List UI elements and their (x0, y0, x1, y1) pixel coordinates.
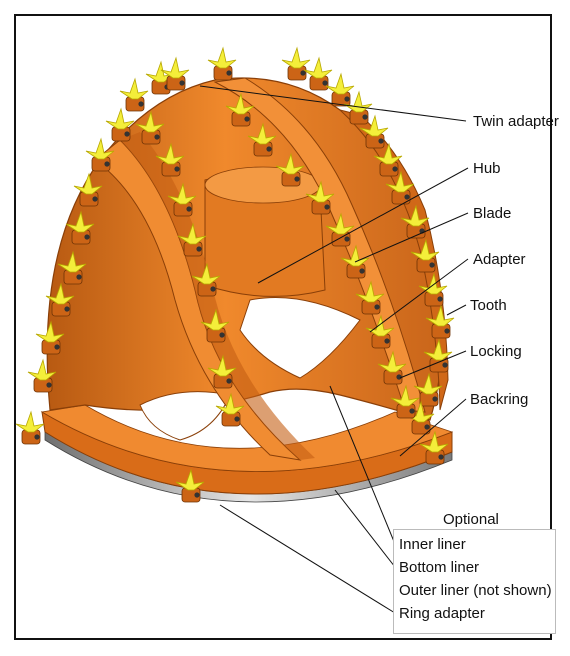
opening-shape (140, 392, 230, 440)
locking-pin (429, 262, 434, 267)
locking-pin (266, 146, 271, 151)
locking-pin (374, 304, 379, 309)
locking-pin (64, 306, 69, 311)
label-backring: Backring (470, 391, 528, 408)
locking-pin (76, 274, 81, 279)
locking-pin (92, 196, 97, 201)
locking-pin (424, 424, 429, 429)
leader-line (447, 305, 466, 315)
label-blade: Blade (473, 205, 511, 222)
label-tooth: Tooth (470, 297, 507, 314)
label-adapter: Adapter (473, 251, 526, 268)
tooth-shape (106, 109, 134, 129)
tooth-with-adapter (120, 79, 148, 111)
locking-pin (226, 378, 231, 383)
locking-pin (438, 454, 443, 459)
optional-item-inner-liner: Inner liner (399, 536, 466, 553)
tooth-with-adapter (208, 48, 236, 80)
locking-pin (344, 236, 349, 241)
locking-pin (54, 344, 59, 349)
locking-pin (84, 234, 89, 239)
locking-pin (138, 101, 143, 106)
optional-item-ring-adapter: Ring adapter (399, 605, 485, 622)
locking-pin (196, 246, 201, 251)
locking-pin (409, 408, 414, 413)
locking-pin (174, 166, 179, 171)
leader-line (220, 505, 395, 613)
locking-pin (432, 396, 437, 401)
tooth-with-adapter (106, 109, 134, 141)
locking-pin (234, 416, 239, 421)
label-twin-adapter: Twin adapter (473, 113, 559, 130)
locking-pin (324, 204, 329, 209)
locking-pin (404, 194, 409, 199)
label-hub: Hub (473, 160, 501, 177)
tooth-with-adapter (304, 58, 332, 90)
tooth-shape (16, 412, 44, 432)
locking-pin (34, 434, 39, 439)
locking-pin (104, 161, 109, 166)
tooth-with-adapter (326, 74, 354, 106)
locking-pin (300, 70, 305, 75)
locking-pin (359, 268, 364, 273)
locking-pin (46, 382, 51, 387)
locking-pin (186, 206, 191, 211)
tooth-shape (161, 58, 189, 78)
locking-pin (154, 134, 159, 139)
locking-pin (179, 80, 184, 85)
tooth-shape (208, 48, 236, 68)
locking-pin (392, 166, 397, 171)
hub-top-shape (205, 167, 321, 203)
locking-pin (294, 176, 299, 181)
leader-line (335, 490, 395, 567)
tooth-shape (326, 74, 354, 94)
tooth-with-adapter (16, 412, 44, 444)
locking-pin (362, 114, 367, 119)
locking-pin (124, 131, 129, 136)
locking-pin (442, 362, 447, 367)
locking-pin (244, 116, 249, 121)
locking-pin (322, 80, 327, 85)
locking-pin (437, 296, 442, 301)
tooth-shape (282, 48, 310, 68)
locking-pin (384, 338, 389, 343)
optional-title: Optional (443, 511, 499, 528)
optional-item-bottom-liner: Bottom liner (399, 559, 479, 576)
locking-pin (194, 492, 199, 497)
locking-pin (226, 70, 231, 75)
tooth-shape (120, 79, 148, 99)
optional-item-outer-liner: Outer liner (not shown) (399, 582, 552, 599)
locking-pin (210, 286, 215, 291)
locking-pin (219, 332, 224, 337)
tooth-with-adapter (282, 48, 310, 80)
locking-pin (344, 96, 349, 101)
locking-pin (444, 328, 449, 333)
label-locking: Locking (470, 343, 522, 360)
locking-pin (396, 374, 401, 379)
locking-pin (378, 138, 383, 143)
